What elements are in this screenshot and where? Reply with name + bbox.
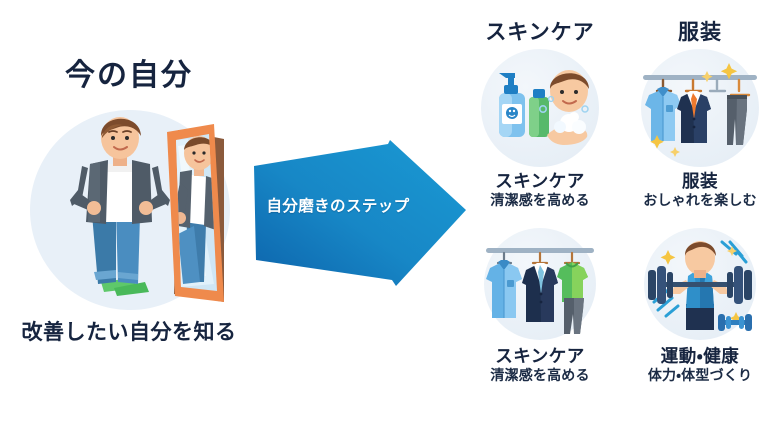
card-label: 運動・健康 <box>660 346 740 366</box>
card-clothing[interactable]: 服装 <box>620 22 780 209</box>
clothes-rack-illustration <box>641 49 759 167</box>
card-heading: スキンケア <box>485 21 595 44</box>
man-looking-in-mirror-illustration <box>28 106 232 314</box>
card-sub: 体力・体型づくり <box>647 367 753 384</box>
process-arrow <box>250 138 470 288</box>
steps-grid: スキンケア <box>460 0 780 425</box>
page-title: 今の自分 <box>65 59 193 92</box>
weight-lifting-illustration <box>644 228 756 340</box>
card-fitness[interactable]: 運動・健康 体力・体型づくり <box>620 228 780 384</box>
card-label: スキンケア <box>495 171 585 191</box>
card-sub: 清潔感を高める <box>490 192 590 209</box>
card-skincare[interactable]: スキンケア <box>460 22 620 209</box>
card-heading: 服装 <box>678 21 722 44</box>
card-label: スキンケア <box>495 346 585 366</box>
card-sub: 清潔感を高める <box>490 367 590 384</box>
skincare-illustration <box>481 49 599 167</box>
current-self-block: 今の自分 <box>0 0 258 425</box>
card-label: 服装 <box>682 171 718 191</box>
card-sub: おしゃれを楽しむ <box>643 192 757 209</box>
wardrobe-rack-illustration <box>484 228 596 340</box>
left-caption: 改善したい自分を知る <box>21 321 237 344</box>
card-wardrobe[interactable]: スキンケア 清潔感を高める <box>460 228 620 384</box>
